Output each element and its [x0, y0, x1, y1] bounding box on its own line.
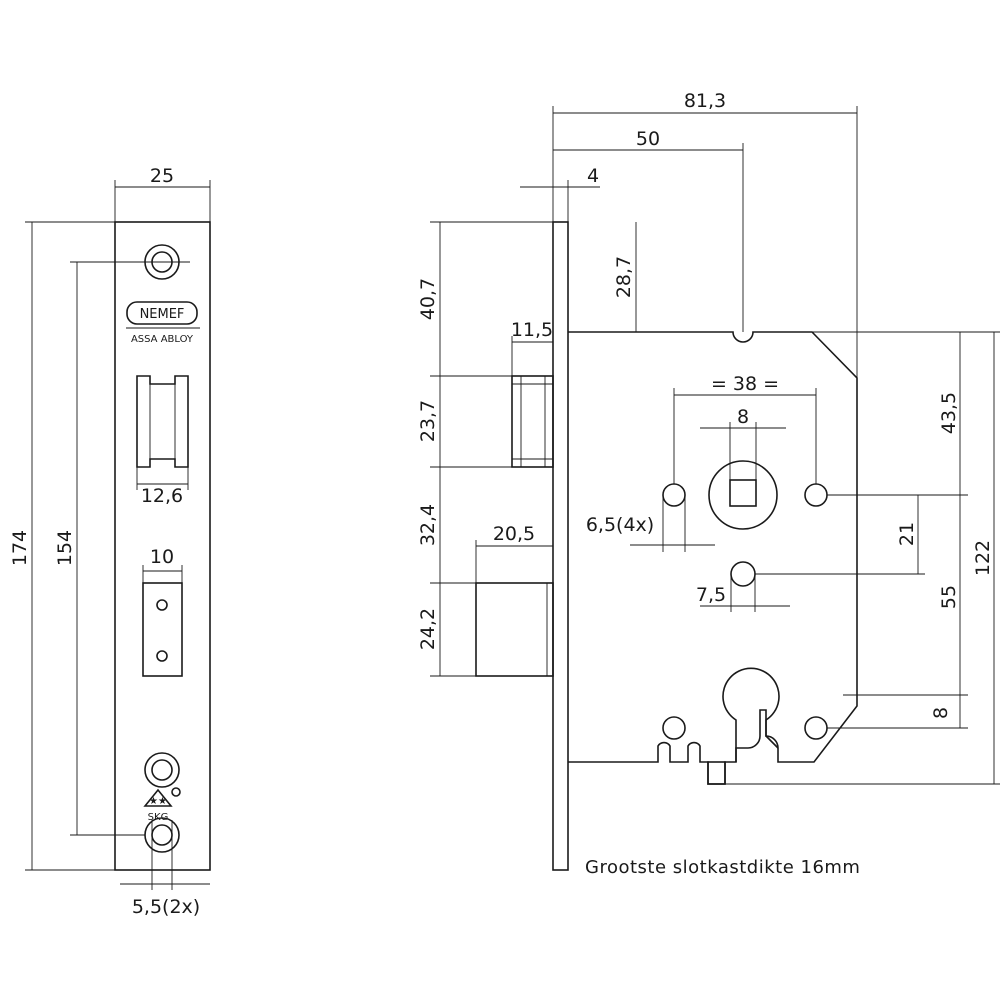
case-tab — [707, 761, 726, 785]
latch — [511, 375, 554, 468]
note-text: Grootste slotkastdikte 16mm — [585, 857, 860, 878]
dim-fixing-spacing-label: = 38 = — [711, 373, 779, 395]
skg-text: SKG — [148, 812, 169, 823]
assa-abloy-text: ASSA ABLOY — [131, 334, 194, 345]
dim-height-total-label: 174 — [9, 530, 31, 566]
fixing-hole-bottom-left — [662, 716, 686, 740]
fixing-hole-right — [804, 483, 828, 507]
bolt-slot — [142, 582, 183, 677]
fixing-hole-bottom-right — [804, 716, 828, 740]
bottom-screw-hole — [144, 817, 180, 890]
dim-case-height-label: 122 — [972, 540, 994, 576]
dim-bolt-projection-label: 20,5 — [493, 523, 535, 545]
dim-follower-square: 8 — [700, 406, 786, 480]
follower — [708, 460, 778, 530]
dim-spindle-hole: 7,5 — [696, 574, 790, 612]
dim-spindle-hole-label: 7,5 — [696, 584, 726, 606]
skg-mark: ★★ SKG — [143, 787, 181, 823]
dim-backset-label: 50 — [636, 128, 660, 150]
dim-height-total: 174 — [9, 221, 115, 871]
top-screw-hole — [135, 244, 190, 280]
dim-screw-spacing-label: 154 — [54, 530, 76, 566]
lock-case — [568, 331, 858, 785]
fixing-hole-left — [662, 483, 686, 507]
dim-bolt-height-label: 24,2 — [417, 608, 439, 650]
svg-text:★★: ★★ — [149, 796, 167, 807]
dim-top-to-case-label: 28,7 — [613, 256, 635, 298]
dim-fixing-spacing: = 38 = — [673, 373, 817, 484]
cylinder-cutout — [722, 667, 780, 762]
spindle-hole — [730, 561, 756, 587]
dim-latch-slot: 12,6 — [136, 467, 189, 507]
dim-bolt-slot-label: 10 — [150, 546, 174, 568]
dim-bolt-projection: 20,5 — [475, 523, 553, 583]
dim-screw-hole: 5,5(2x) — [120, 883, 210, 918]
dim-left-chain: 40,7 23,7 32,4 24,2 — [417, 221, 553, 677]
dim-latch-to-bolt-label: 32,4 — [417, 504, 439, 546]
lower-screw-hole — [144, 752, 180, 788]
dim-backset: 50 — [553, 128, 744, 332]
deadbolt — [475, 582, 554, 677]
side-faceplate — [552, 221, 569, 871]
dim-width: 25 — [114, 165, 211, 222]
logo-text: NEMEF — [140, 307, 185, 322]
dim-follower-square-label: 8 — [737, 406, 749, 428]
dim-latch-slot-label: 12,6 — [141, 485, 183, 507]
dim-top-to-case: 28,7 — [613, 222, 637, 332]
dim-bolt-slot: 10 — [142, 546, 183, 583]
dim-faceplate-thickness-label: 4 — [587, 165, 599, 187]
dim-case-to-follower-label: 43,5 — [938, 392, 960, 434]
dim-fixing-holes: 6,5(4x) — [586, 495, 715, 552]
dim-follower-to-spindle-label: 21 — [896, 522, 918, 546]
latch-slot — [136, 375, 189, 468]
dim-fixing-holes-label: 6,5(4x) — [586, 514, 654, 536]
dim-latch-projection: 11,5 — [511, 319, 553, 376]
faceplate — [114, 221, 211, 871]
nemef-logo: NEMEF ASSA ABLOY — [126, 301, 200, 345]
front-view: NEMEF ASSA ABLOY ★★ SKG — [9, 165, 211, 918]
dim-cylinder-offset-label: 8 — [930, 707, 952, 719]
dim-right-chain: 43,5 21 55 8 122 — [725, 331, 1000, 785]
dim-faceplate-thickness: 4 — [520, 165, 600, 222]
dim-backset-total-label: 81,3 — [684, 90, 726, 112]
dim-follower-to-cylinder-label: 55 — [938, 585, 960, 609]
dim-backset-total: 81,3 — [552, 90, 858, 378]
dim-screw-spacing: 154 — [54, 261, 145, 836]
dim-latch-projection-label: 11,5 — [511, 319, 553, 341]
dim-latch-height-label: 23,7 — [417, 400, 439, 442]
side-view: 81,3 50 4 40,7 23,7 32,4 24,2 28,7 — [417, 90, 1000, 878]
dim-top-to-latch-label: 40,7 — [417, 278, 439, 320]
dim-screw-hole-label: 5,5(2x) — [132, 896, 200, 918]
dim-width-label: 25 — [150, 165, 174, 187]
